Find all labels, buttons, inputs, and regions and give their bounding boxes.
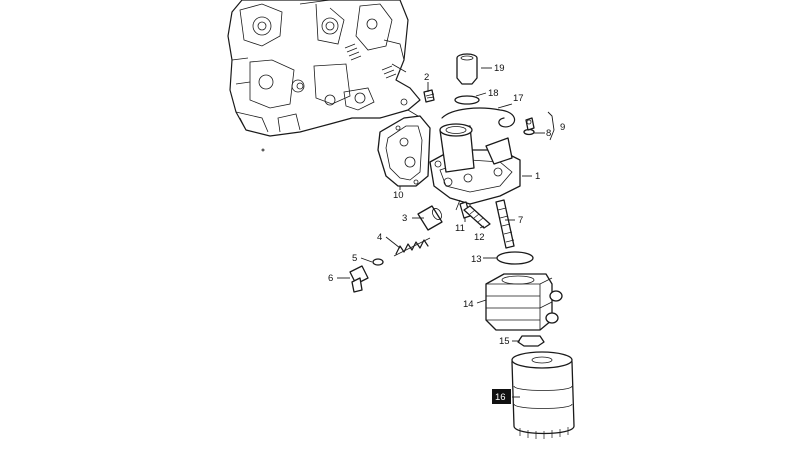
callout-4: 4 bbox=[377, 232, 382, 243]
bolt-12 bbox=[463, 205, 491, 229]
spring-4 bbox=[395, 239, 429, 255]
callout-1: 1 bbox=[535, 171, 540, 182]
callout-12: 12 bbox=[474, 232, 485, 243]
callout-7: 7 bbox=[518, 215, 523, 226]
nut-15 bbox=[517, 335, 545, 347]
oil-filter-bracket-1 bbox=[429, 123, 521, 214]
stud-7 bbox=[495, 199, 515, 249]
callout-2: 2 bbox=[424, 72, 429, 83]
o-ring-13 bbox=[496, 251, 534, 265]
callout-labels: 1 2 3 4 5 6 7 8 9 10 11 12 13 14 15 17 1… bbox=[328, 63, 565, 404]
callout-13: 13 bbox=[471, 254, 482, 265]
callout-10: 10 bbox=[393, 190, 404, 201]
callout-11: 11 bbox=[455, 223, 465, 234]
callout-15: 15 bbox=[499, 336, 510, 347]
gasket-10 bbox=[377, 115, 431, 187]
callout-3: 3 bbox=[402, 213, 407, 224]
callout-18: 18 bbox=[488, 88, 499, 99]
bracket-9 bbox=[547, 111, 555, 141]
callout-17: 17 bbox=[513, 93, 524, 104]
callout-8: 8 bbox=[546, 128, 551, 139]
leader-lines bbox=[337, 67, 545, 398]
sleeve-3 bbox=[417, 205, 443, 231]
callout-16: 16 bbox=[495, 392, 506, 403]
callout-19: 19 bbox=[494, 63, 505, 74]
callout-16-highlight bbox=[492, 389, 511, 404]
clip-17 bbox=[441, 107, 516, 128]
cap-19 bbox=[456, 53, 478, 85]
plug-6 bbox=[349, 265, 369, 293]
seal-5 bbox=[372, 258, 384, 266]
callout-9: 9 bbox=[560, 122, 565, 133]
bolt-2 bbox=[423, 89, 435, 103]
engine-block bbox=[227, 0, 421, 152]
oil-cooler-14 bbox=[485, 273, 563, 331]
o-ring-18 bbox=[454, 95, 480, 105]
oil-filter-16 bbox=[511, 351, 575, 439]
screw-8 bbox=[523, 117, 535, 136]
callout-5: 5 bbox=[352, 253, 357, 264]
callout-14: 14 bbox=[463, 299, 474, 310]
callout-6: 6 bbox=[328, 273, 333, 284]
